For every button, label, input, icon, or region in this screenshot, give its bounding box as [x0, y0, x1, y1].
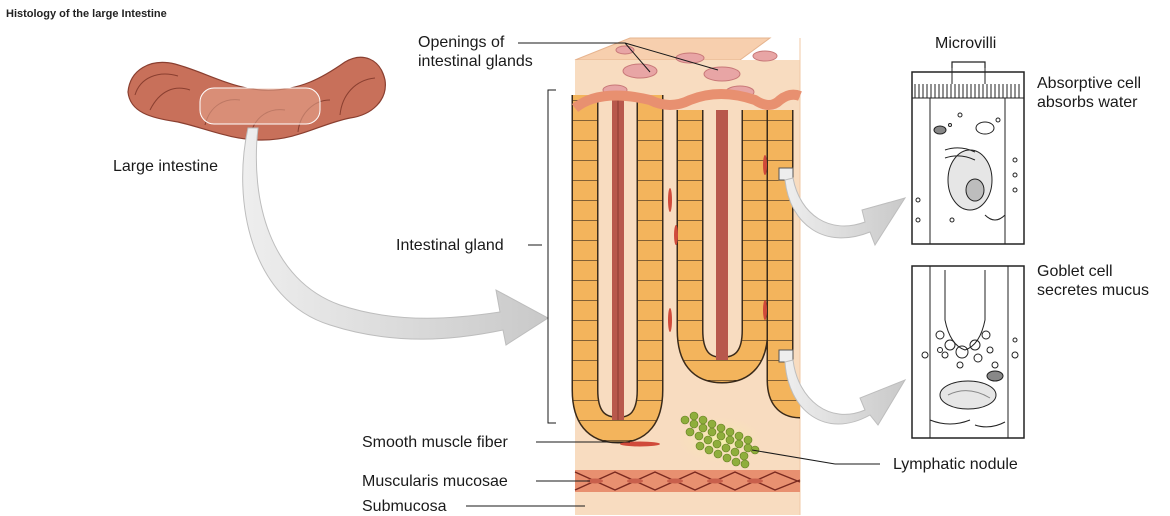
absorptive-label-line1: Absorptive cell [1037, 74, 1141, 93]
arrow-icon [785, 178, 905, 245]
absorptive-label-line2: absorbs water [1037, 93, 1138, 112]
goblet-cell-icon [912, 266, 1024, 438]
goblet-label-line2: secretes mucus [1037, 281, 1149, 300]
muscularis-band [575, 470, 800, 492]
arrow-icon [785, 360, 905, 425]
microvilli-label: Microvilli [935, 34, 996, 53]
muscularis-label: Muscularis mucosae [362, 472, 508, 491]
openings-label-line1: Openings of [418, 33, 504, 52]
openings-label-line2: intestinal glands [418, 52, 533, 71]
intestinal-gland-label: Intestinal gland [396, 236, 504, 255]
smooth-muscle-label: Smooth muscle fiber [362, 433, 508, 452]
goblet-label-line1: Goblet cell [1037, 262, 1113, 281]
absorptive-cell-icon [912, 62, 1024, 244]
lymphatic-nodule-label: Lymphatic nodule [893, 455, 1018, 474]
submucosa-label: Submucosa [362, 497, 447, 516]
large-intestine-label: Large intestine [113, 157, 218, 176]
